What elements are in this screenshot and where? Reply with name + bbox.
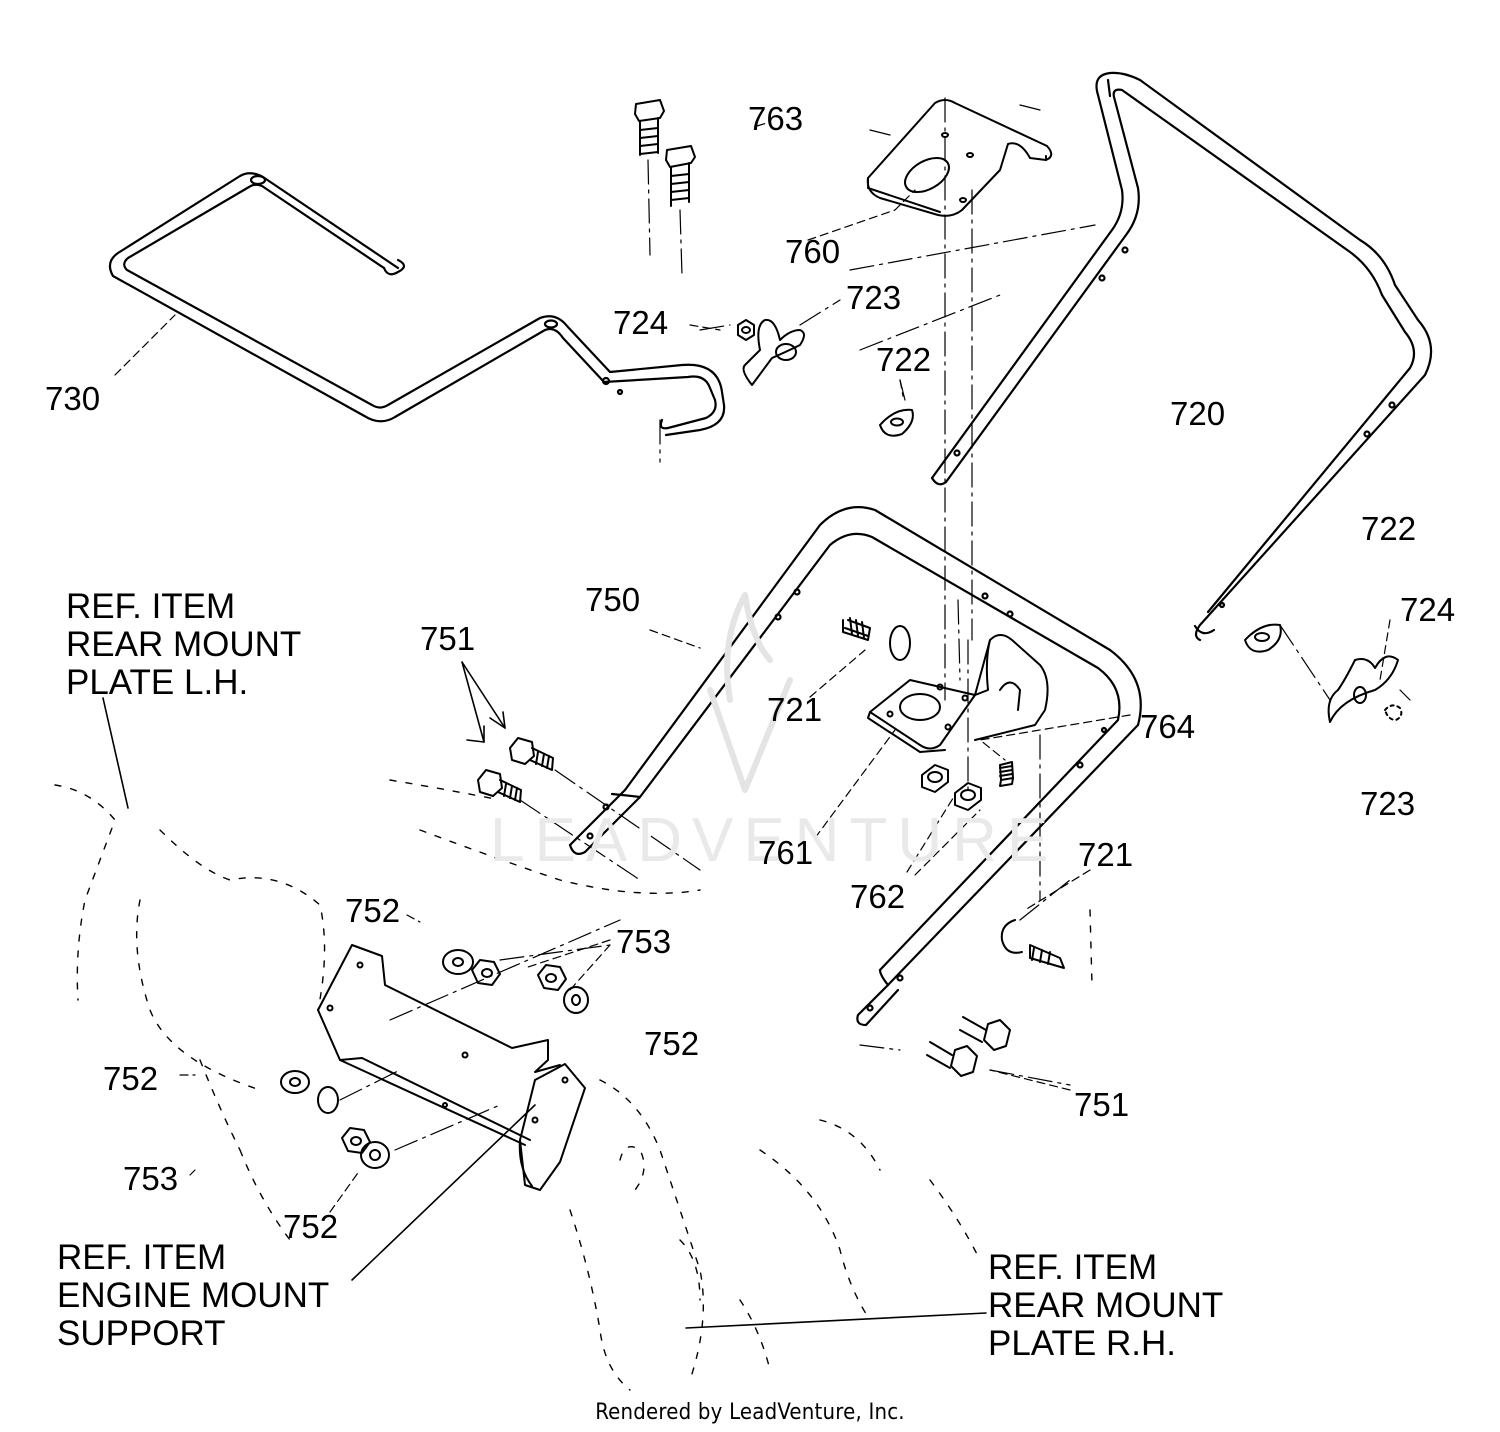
callout-721: 721 [767,691,823,728]
alignment-lines [340,98,1410,1150]
callout-724: 724 [1400,591,1456,628]
part-730-control-rod [110,173,724,435]
callout-721: 721 [1078,836,1134,873]
ref-rear-mount-plate-rh: REF. ITEM REAR MOUNT PLATE R.H. [988,1249,1223,1362]
callout-722: 722 [1361,510,1417,547]
callout-753: 753 [123,1160,179,1197]
engine-mount-plates [318,945,585,1190]
ref-rear-mount-plate-lh: REF. ITEM REAR MOUNT PLATE L.H. [66,588,301,701]
callout-752: 752 [345,892,401,929]
callout-750: 750 [585,581,641,618]
part-752-753-washers-nuts [281,950,588,1168]
callout-720: 720 [1170,395,1226,432]
watermark-text: LEADVENTURE [490,806,1059,875]
ref-line: REAR MOUNT [66,624,302,664]
callout-764: 764 [1140,708,1196,745]
callout-723: 723 [846,279,902,316]
callout-760: 760 [785,233,841,270]
part-761-mount-bracket [868,635,1048,752]
callout-751: 751 [1074,1086,1130,1123]
part-751-bolts [478,738,1010,1076]
part-750-lower-handle [570,507,1141,1025]
leader-lines-solid [103,662,986,1328]
callout-723: 723 [1360,785,1416,822]
callout-722: 722 [876,341,932,378]
reference-phantom-outlines [55,780,1092,1390]
ref-line: PLATE R.H. [988,1323,1177,1363]
callout-763: 763 [748,100,804,137]
callout-730: 730 [45,380,101,417]
ref-line: SUPPORT [57,1313,226,1353]
callout-762: 762 [850,878,906,915]
ref-line: REF. ITEM [57,1238,227,1277]
callout-752: 752 [644,1025,700,1062]
footer-credit: Rendered by LeadVenture, Inc. [595,1400,905,1425]
watermark-logo [710,595,790,790]
part-720-upper-handle [932,73,1431,640]
ref-engine-mount-support: REF. ITEM ENGINE MOUNT SUPPORT [57,1239,329,1352]
ref-line: PLATE L.H. [66,662,249,702]
callout-751: 751 [420,620,476,657]
part-724-723-722-hardware [738,320,1401,722]
callout-753: 753 [616,923,672,960]
callout-752: 752 [103,1060,159,1097]
callout-752: 752 [283,1208,339,1245]
part-764-762-bolt-nuts [922,762,1013,810]
part-763-bolts [635,100,695,206]
leader-lines [115,122,1390,1212]
ref-line: REF. ITEM [988,1248,1158,1287]
callout-724: 724 [613,304,669,341]
ref-line: ENGINE MOUNT [57,1275,330,1315]
part-721-bolts-washers [843,618,1064,968]
ref-line: REAR MOUNT [988,1285,1224,1325]
callout-761: 761 [758,834,814,871]
part-760-handle-clamp [868,100,1052,216]
ref-line: REF. ITEM [66,587,236,626]
